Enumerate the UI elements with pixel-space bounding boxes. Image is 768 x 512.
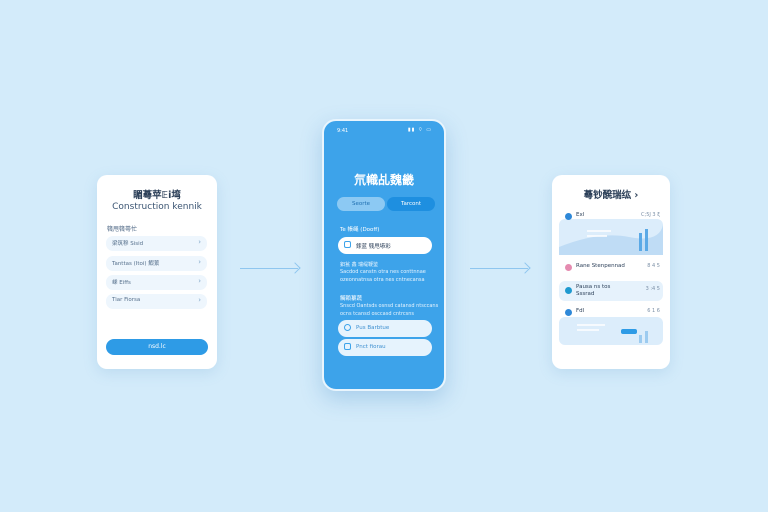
status-icons: ▮▮ ⌔ ▭ [407,127,432,133]
item-value: 6 1 6 [647,308,660,314]
option-label: Pus Barbtue [356,325,390,331]
card-subtitle: Construction kennik [112,202,202,212]
chevron-right-icon: › [198,238,201,246]
list-item-label: 梁筑穆 Sisid [112,241,144,247]
item-label: Pausa ns tos Sssrad [576,284,611,297]
item-value: 8 4 5 [647,263,660,269]
item-label: Exl [576,212,585,218]
chart-panel [559,317,663,345]
item-label: Rane Stenpennad [576,263,625,269]
chevron-right-icon: › [198,277,201,285]
submit-button-label: nsd.lc [148,343,166,350]
screen-title: 氘幟乩魏畿 [353,173,414,187]
item-label: Fdl [576,308,585,314]
list-item[interactable]: 梁筑穆 Sisid › [106,236,207,251]
status-dot-icon [565,264,572,271]
field-label: 鎍蓝 篯甩塨彩 [356,244,391,250]
list-item-label: Tanttas (Itoi) 鰕蔂 [112,261,160,267]
tab-seorte[interactable]: Seorte [337,197,385,211]
item-value: 3 :4 5 [645,286,660,292]
card-title: 睸蕚苹𝔼ⅰ塆 [133,190,181,201]
section-label: 觸賴纂蔬 [340,296,363,302]
chevron-right-icon: › [198,296,201,304]
status-dot-icon [565,213,572,220]
list-item[interactable]: 嵊 Eiffs › [106,275,207,290]
flow-arrow-2 [470,262,531,274]
tab-label: Tarcont [401,201,421,207]
chart-panel [559,219,663,255]
list-item-label: 嵊 Eiffs [112,280,131,286]
submit-button[interactable]: nsd.lc [106,339,208,355]
summary-card: 蕚钞醗瑞纮 › Exl C;5J 3 ξ Rane Stenpennad 8 4… [552,175,670,369]
body-text: 鈤瓮 鑫 瑞缇鞭鉴 [340,262,379,268]
tab-label: Seorte [351,201,371,207]
tab-tarcont[interactable]: Tarcont [387,197,435,211]
item-highlight[interactable] [559,281,663,301]
body-text: Snscd Oantsds osnsd catansd ntsccans [340,303,439,309]
option-label: Pnct fiorau [356,344,386,350]
phone-screen: 9:41 ▮▮ ⌔ ▭ 氘幟乩魏畿 Seorte Tarcont Te 帳绳 (… [322,119,446,391]
item-value: C;5J 3 ξ [641,212,660,218]
status-dot-icon [565,309,572,316]
square-icon [344,343,351,350]
body-text: ocns tcansd osccasd cntrcsns [340,311,415,317]
body-text: ozeonnatnsa otra nes cntnecansa [340,277,425,283]
list-item[interactable]: Tiar Fiorsa › [106,294,207,309]
body-text: Sacdod canstn otra nes conttnnae [340,269,426,275]
circle-icon [344,324,351,331]
flow-arrow-1 [240,262,301,274]
status-time: 9:41 [337,128,349,134]
status-dot-icon [565,287,572,294]
option-button[interactable]: Pnct fiorau [338,339,432,356]
section-label: Te 帳绳 (Dooff) [340,227,380,233]
list-item[interactable]: Tanttas (Itoi) 鰕蔂 › [106,256,207,271]
bar-chart-icon [577,324,648,343]
document-icon [344,241,351,248]
field-input[interactable]: 鎍蓝 篯甩塨彩 [338,237,432,254]
section-label: 篯甩篯蕚忙 [107,226,138,233]
list-item-label: Tiar Fiorsa [112,297,141,303]
area-chart-icon [559,225,663,255]
project-info-card: 睸蕚苹𝔼ⅰ塆 Construction kennik 篯甩篯蕚忙 梁筑穆 Sis… [97,175,217,369]
chevron-right-icon: › [198,258,201,266]
card-title: 蕚钞醗瑞纮 › [583,190,639,201]
option-button[interactable]: Pus Barbtue [338,320,432,337]
